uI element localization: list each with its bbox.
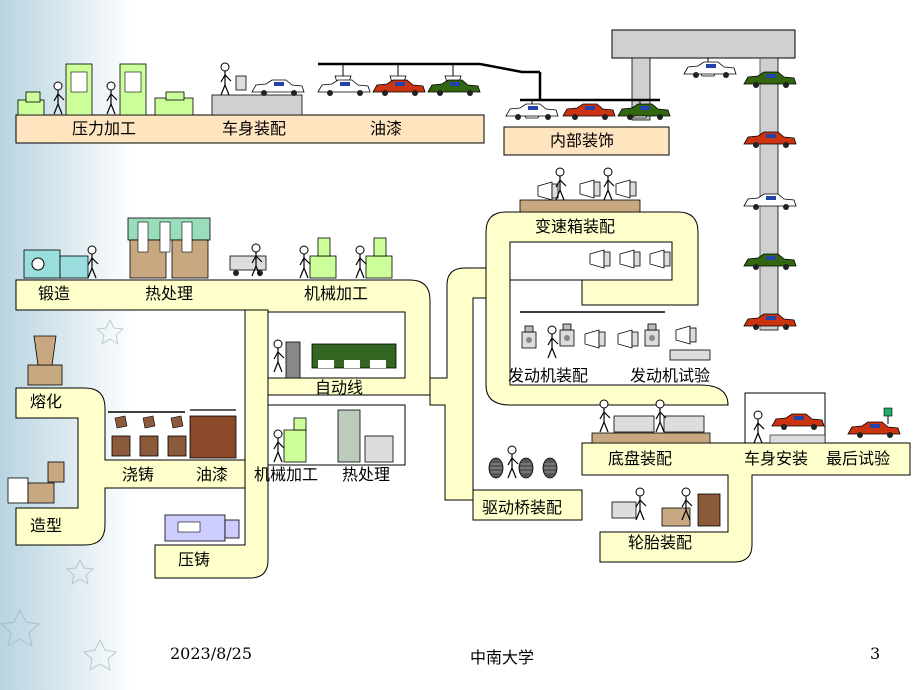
label-axle: 驱动桥装配 bbox=[482, 498, 563, 517]
label-interior: 内部装饰 bbox=[550, 131, 615, 150]
label-engine-assembly: 发动机装配 bbox=[508, 366, 589, 385]
label-body-assembly: 车身装配 bbox=[222, 119, 287, 138]
label-machining-low: 机械加工 bbox=[254, 465, 319, 484]
pouring-equipment bbox=[108, 409, 237, 459]
press-machines bbox=[17, 63, 194, 116]
axle-equipment bbox=[488, 445, 558, 479]
melting-furnace bbox=[27, 335, 63, 386]
interior-belt bbox=[503, 126, 670, 156]
label-pouring: 浇铸 bbox=[122, 465, 155, 484]
molding-equipment bbox=[7, 461, 65, 504]
label-die-casting: 压铸 bbox=[178, 550, 211, 569]
body-mount-equipment bbox=[753, 407, 901, 444]
machining-low-equipment bbox=[273, 409, 394, 463]
gearbox-equipment bbox=[519, 167, 671, 269]
footer-org: 中南大学 bbox=[470, 648, 535, 667]
label-gearbox: 变速箱装配 bbox=[535, 217, 616, 236]
auto-line-equipment bbox=[273, 339, 397, 379]
label-tire: 轮胎装配 bbox=[628, 533, 693, 552]
label-heat-top: 热处理 bbox=[145, 284, 194, 303]
machining-top-equipment bbox=[229, 237, 393, 279]
overhead-gray-beam bbox=[611, 29, 796, 59]
footer-date: 2023/8/25 bbox=[170, 644, 253, 663]
star-decorations bbox=[0, 318, 125, 671]
label-auto-line: 自动线 bbox=[315, 378, 364, 397]
tire-equipment bbox=[611, 487, 721, 527]
body-assembly-equipment bbox=[211, 62, 305, 116]
press-body-paint-belt bbox=[15, 114, 485, 144]
label-forging: 锻造 bbox=[38, 284, 71, 303]
heat-furnaces bbox=[127, 217, 211, 279]
label-paint-top: 油漆 bbox=[370, 119, 403, 138]
chassis-equipment bbox=[591, 399, 711, 444]
label-machining-top: 机械加工 bbox=[304, 284, 369, 303]
label-engine-test: 发动机试验 bbox=[630, 366, 711, 385]
label-body-mount: 车身安装 bbox=[744, 449, 809, 468]
label-heat-low: 热处理 bbox=[342, 465, 391, 484]
label-molding: 造型 bbox=[30, 516, 63, 535]
paint-line-cars bbox=[317, 63, 481, 97]
die-casting-machine bbox=[164, 514, 240, 542]
label-chassis: 底盘装配 bbox=[608, 449, 673, 468]
label-final-test: 最后试验 bbox=[826, 449, 891, 468]
engine-assembly-equipment bbox=[520, 311, 711, 361]
overhead-rail bbox=[318, 62, 660, 102]
label-press: 压力加工 bbox=[72, 119, 137, 138]
label-paint-mid: 油漆 bbox=[196, 465, 229, 484]
label-melting: 熔化 bbox=[30, 392, 63, 411]
footer-page-number: 3 bbox=[870, 644, 881, 663]
forging-equipment bbox=[23, 245, 99, 279]
